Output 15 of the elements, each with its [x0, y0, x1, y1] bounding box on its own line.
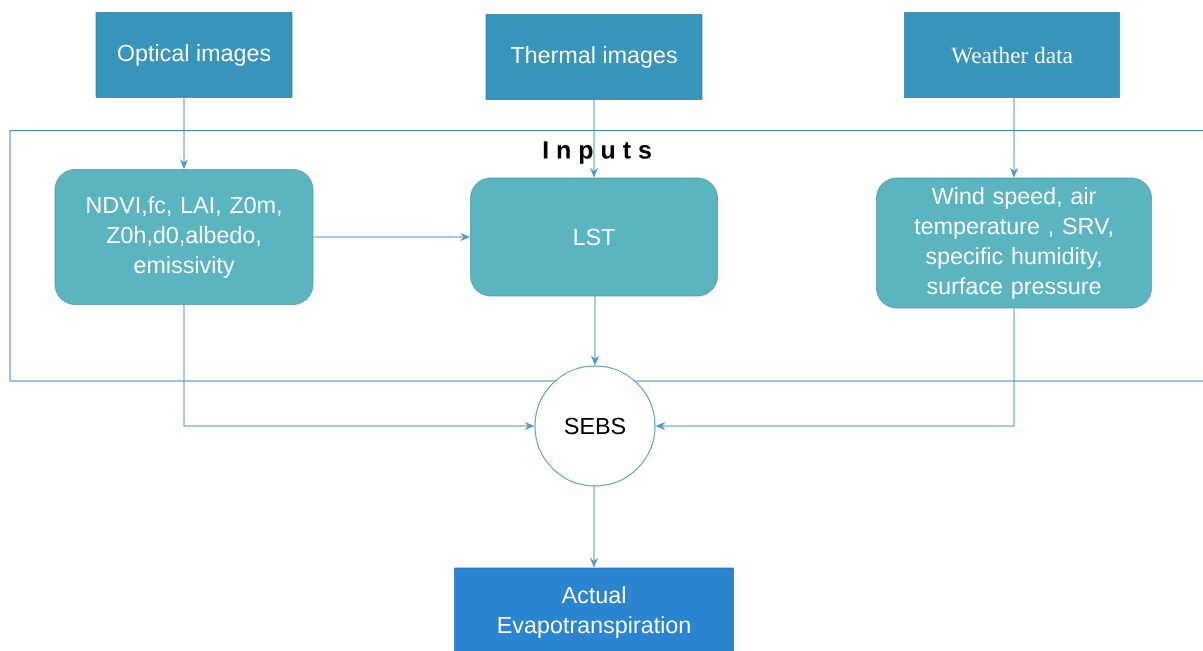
arrow — [312, 233, 470, 241]
arrow — [590, 486, 598, 567]
arrow — [1010, 97, 1018, 177]
parameter-box: LST — [470, 177, 718, 297]
source-box: Thermal images — [485, 14, 703, 100]
arrow — [591, 295, 599, 365]
source-box: Weather data — [904, 12, 1120, 98]
arrow — [656, 307, 1015, 430]
arrow — [590, 99, 598, 177]
parameter-box: NDVI,fc, LAI, Z0m, Z0h,d0,albedo, emissivity — [54, 169, 314, 305]
source-box: Optical images — [95, 12, 293, 98]
arrow — [183, 304, 534, 430]
parameter-box: Wind speed, air temperature , SRV, specific humidity, surface pressure — [876, 177, 1152, 309]
output-box: Actual Evapotranspiration — [454, 567, 734, 651]
arrow — [180, 97, 188, 169]
